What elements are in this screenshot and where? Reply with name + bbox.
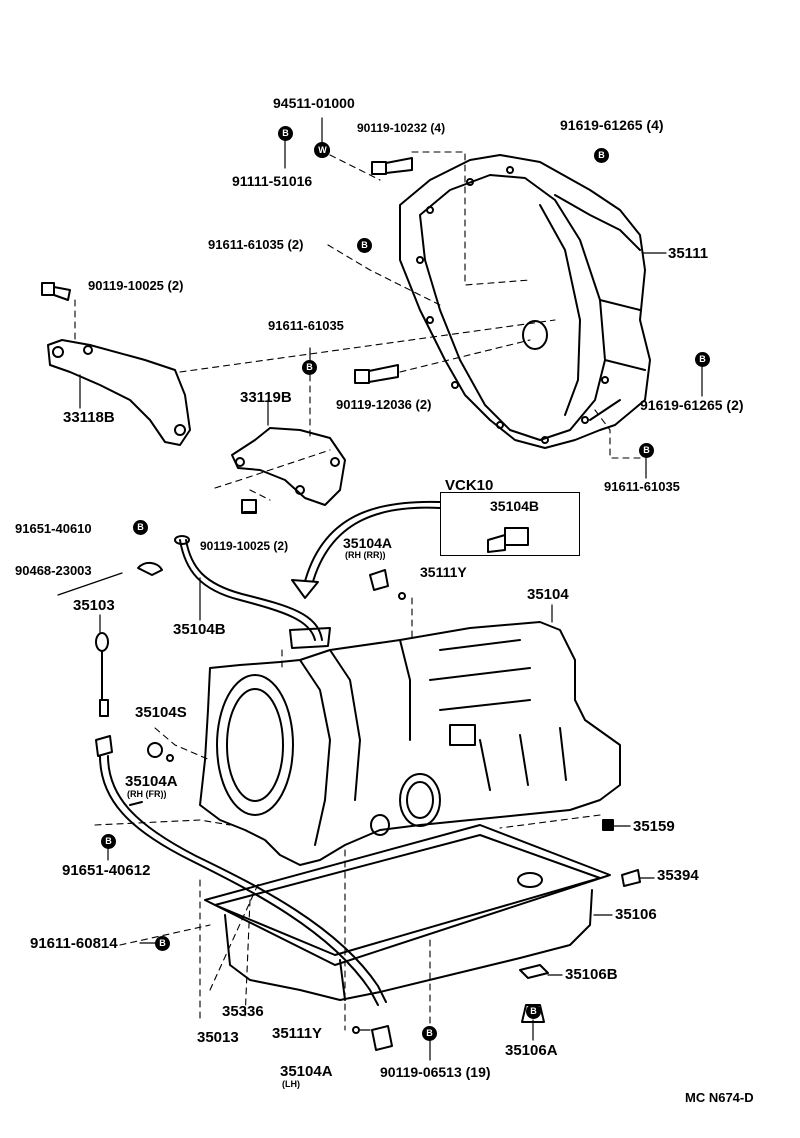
small-parts — [129, 527, 641, 1051]
transmission-case-35104 — [199, 621, 621, 866]
label-35111Y-bottom: 35111Y — [272, 1025, 323, 1042]
label-35104A-lh-note: (LH) — [282, 1079, 300, 1089]
label-35111: 35111 — [668, 245, 709, 262]
label-vck10: VCK10 — [445, 477, 494, 494]
label-91611-61035-a: 91611-61035 — [268, 318, 344, 333]
circle-mark-b: B — [422, 1026, 437, 1041]
circle-mark-b: B — [302, 360, 317, 375]
label-90119-10025-a: 90119-10025 (2) — [88, 278, 184, 293]
circle-mark-b: B — [357, 238, 372, 253]
label-35104S: 35104S — [135, 704, 187, 721]
label-35106A: 35106A — [505, 1042, 558, 1059]
label-91619-61265-4: 91619-61265 (4) — [560, 117, 664, 133]
dashed-lines — [74, 151, 641, 1031]
label-35103: 35103 — [73, 597, 115, 614]
label-91611-61035-2: 91611-61035 (2) — [208, 237, 304, 252]
label-91651-40612: 91651-40612 — [62, 862, 151, 879]
label-35159: 35159 — [633, 818, 675, 835]
label-35013: 35013 — [197, 1029, 239, 1046]
label-91611-60814: 91611-60814 — [30, 935, 118, 952]
label-90119-10025-b: 90119-10025 (2) — [200, 539, 289, 553]
label-90119-10232: 90119-10232 (4) — [357, 121, 446, 135]
label-91619-61265-2: 91619-61265 (2) — [640, 397, 744, 413]
label-90468-23003: 90468-23003 — [15, 563, 92, 578]
vck10-arrow — [291, 500, 441, 599]
label-33118B: 33118B — [63, 409, 115, 426]
label-35111Y-top: 35111Y — [420, 564, 467, 580]
circle-mark-b: B — [639, 443, 654, 458]
label-35106: 35106 — [615, 906, 657, 923]
label-35104A-rr: 35104A — [343, 535, 393, 551]
label-35104A-fr: 35104A — [125, 773, 178, 790]
label-35104: 35104 — [527, 586, 569, 603]
oil-pan-35106 — [204, 824, 611, 1001]
label-91651-40610: 91651-40610 — [15, 521, 92, 536]
label-35104A-lh: 35104A — [280, 1063, 333, 1080]
circle-mark-b: B — [594, 148, 609, 163]
label-35394: 35394 — [657, 867, 699, 884]
label-35104A-rr-note: (RH (RR)) — [345, 550, 386, 560]
circle-mark-w: W — [315, 143, 330, 158]
filler-tube-35104B — [174, 535, 331, 649]
label-91111-51016: 91111-51016 — [232, 173, 313, 189]
label-90119-06513: 90119-06513 (19) — [380, 1064, 491, 1080]
leader-lines — [57, 117, 703, 1061]
label-35336: 35336 — [222, 1003, 264, 1020]
vck10-inset-box — [440, 492, 580, 556]
label-35104B-inset: 35104B — [490, 498, 540, 514]
label-33119B: 33119B — [240, 389, 292, 406]
circle-mark-b: B — [133, 520, 148, 535]
label-35106B: 35106B — [565, 966, 618, 983]
diagram-code: MC N674-D — [685, 1090, 754, 1105]
transmission-housing-35111 — [399, 154, 651, 449]
circle-mark-b: B — [155, 936, 170, 951]
circle-mark-b: B — [278, 126, 293, 141]
label-35104A-fr-note: (RH (FR)) — [127, 789, 167, 799]
circle-mark-b: B — [101, 834, 116, 849]
label-94511-01000: 94511-01000 — [273, 95, 355, 111]
circle-mark-b: B — [695, 352, 710, 367]
dipstick-35103 — [95, 632, 387, 1006]
bolts — [41, 142, 413, 514]
label-91611-61035-b: 91611-61035 — [604, 479, 680, 494]
label-90119-12036: 90119-12036 (2) — [336, 397, 432, 412]
label-35104B: 35104B — [173, 621, 226, 638]
bracket-33118B — [47, 339, 191, 446]
bracket-33119B — [231, 427, 346, 506]
circle-mark-b: B — [526, 1004, 541, 1019]
